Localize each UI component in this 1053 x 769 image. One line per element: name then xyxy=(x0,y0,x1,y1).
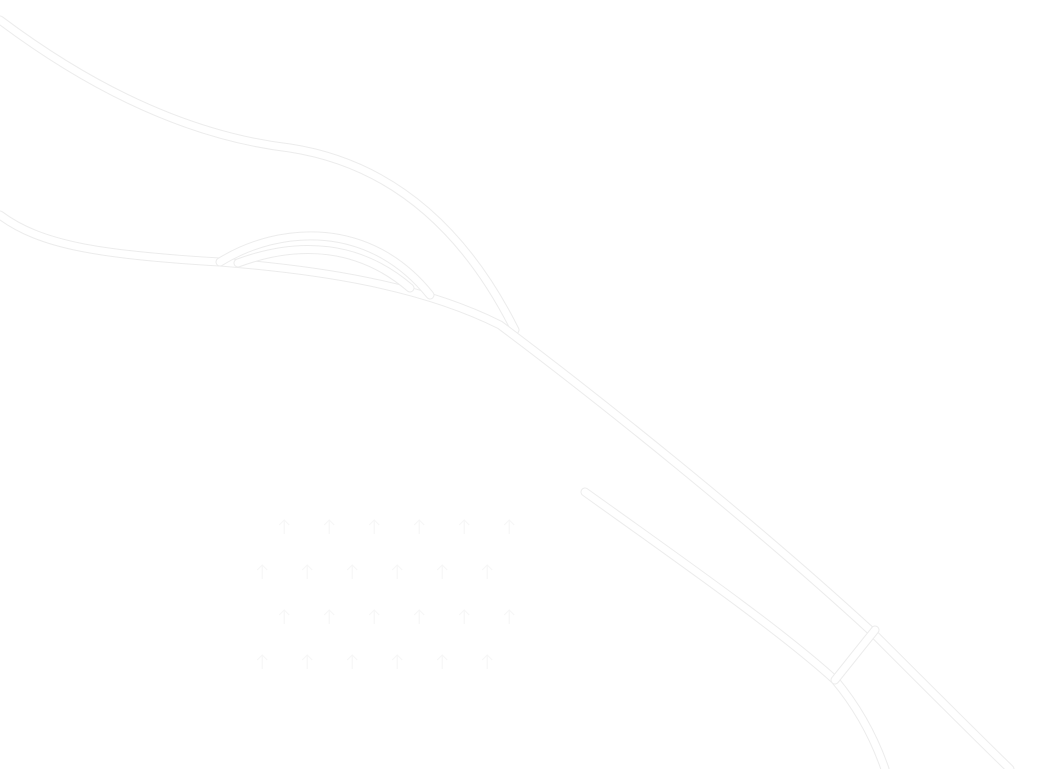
tree-icon xyxy=(391,654,403,669)
road-side-fill xyxy=(581,488,889,769)
tree-icon xyxy=(503,609,515,624)
tree-icon xyxy=(346,564,358,579)
road-main xyxy=(0,210,1015,769)
tree-icon xyxy=(256,564,268,579)
road-loop-fill xyxy=(216,232,434,299)
tree-icon xyxy=(368,519,380,534)
tree-icon xyxy=(413,609,425,624)
road-loop-inner-fill xyxy=(234,246,414,292)
road-side xyxy=(580,487,890,769)
tree-icon xyxy=(436,654,448,669)
road-north-fill xyxy=(0,16,519,334)
tree-icon xyxy=(278,519,290,534)
park-tree-pattern xyxy=(256,519,515,669)
tree-icon xyxy=(301,564,313,579)
road-main-fill xyxy=(0,211,1014,769)
road-north xyxy=(0,15,520,335)
tree-icon xyxy=(481,654,493,669)
tree-icon xyxy=(458,609,470,624)
tree-icon xyxy=(256,654,268,669)
tree-icon xyxy=(391,564,403,579)
tree-icon xyxy=(503,519,515,534)
tree-icon xyxy=(301,654,313,669)
tree-icon xyxy=(436,564,448,579)
tree-icon xyxy=(413,519,425,534)
tree-icon xyxy=(368,609,380,624)
tree-icon xyxy=(481,564,493,579)
tree-icon xyxy=(278,609,290,624)
tree-icon xyxy=(323,519,335,534)
tree-icon xyxy=(346,654,358,669)
tree-icon xyxy=(458,519,470,534)
road-connector-fill xyxy=(831,626,879,684)
tree-icon xyxy=(323,609,335,624)
